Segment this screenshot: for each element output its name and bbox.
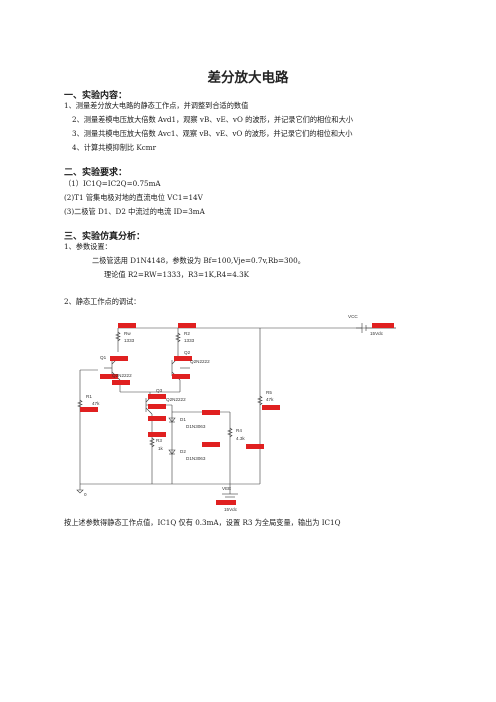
requirement-3: (3)二极管 D1、D2 中流过的电流 ID=3mA bbox=[64, 207, 205, 216]
content-item-2: 2、测量差模电压放大倍数 Avd1，观察 vB、vE、vO 的波形，并记录它们的… bbox=[72, 115, 353, 124]
section-heading-content: 一、实验内容： bbox=[64, 91, 128, 101]
vcc-value: 15Vdc bbox=[370, 331, 384, 336]
content-item-1: 1、测量差分放大电路的静态工作点，并调整到合适的数值 bbox=[64, 101, 249, 110]
q3-label: Q3 bbox=[156, 388, 163, 393]
vee-label: VEE bbox=[222, 486, 231, 491]
static-point-label: 2、静态工作点的调试： bbox=[64, 297, 141, 306]
rw-value: 1333 bbox=[124, 338, 135, 343]
r5-label: R5 bbox=[266, 390, 272, 395]
q2-label: Q2 bbox=[184, 350, 191, 355]
section-heading-simulation: 三、实验仿真分析： bbox=[64, 232, 146, 242]
r2-value: 1333 bbox=[184, 338, 195, 343]
d2-label: D2 bbox=[180, 449, 186, 454]
r1-value: 47k bbox=[92, 401, 100, 406]
r4-value: 4.3k bbox=[236, 436, 245, 441]
r4-label: R4 bbox=[236, 428, 242, 433]
q1-label: Q1 bbox=[100, 355, 107, 360]
q3-model: Q2N2222 bbox=[166, 397, 186, 402]
d2-model: D1N3063 bbox=[186, 456, 206, 461]
section-heading-requirements: 二、实验要求： bbox=[64, 168, 128, 178]
r1-label: R1 bbox=[86, 394, 92, 399]
param-line-1: 二极管选用 D1N4148，参数设为 Bf=100,Vje=0.7v,Rb=30… bbox=[92, 256, 305, 265]
rw-label: Rw bbox=[124, 331, 131, 336]
r3-value: 1k bbox=[158, 446, 164, 451]
r2-label: R2 bbox=[184, 331, 190, 336]
content-item-3: 3、测量共模电压放大倍数 Avc1、观察 vB、vE、vO 的波形，并记录它们的… bbox=[72, 129, 353, 138]
d1-label: D1 bbox=[180, 417, 186, 422]
document-title: 差分放大电路 bbox=[207, 70, 289, 86]
q1-model: Q2N2222 bbox=[112, 373, 132, 378]
q2-model: Q2N2222 bbox=[190, 359, 210, 364]
footer-paragraph: 按上述参数得静态工作点值，IC1Q 仅有 0.3mA，设置 R3 为全局变量，输… bbox=[64, 518, 341, 527]
requirement-2: (2)T1 管集电极对地的直流电位 VC1=14V bbox=[64, 193, 203, 202]
vcc-label: VCC bbox=[348, 314, 358, 319]
r5-value: 47k bbox=[266, 397, 274, 402]
ground-label: 0 bbox=[84, 492, 87, 497]
r3-label: R3 bbox=[156, 438, 162, 443]
requirement-1: （1）IC1Q=IC2Q=0.75mA bbox=[64, 179, 161, 188]
d1-model: D1N3063 bbox=[186, 424, 206, 429]
param-line-2: 理论值 R2=RW=1333，R3=1K,R4=4.3K bbox=[104, 270, 250, 279]
content-item-4: 4、计算共模抑制比 Kcmr bbox=[72, 143, 157, 152]
param-label: 1、参数设置： bbox=[64, 242, 112, 251]
vee-value: 15Vdc bbox=[224, 507, 238, 512]
